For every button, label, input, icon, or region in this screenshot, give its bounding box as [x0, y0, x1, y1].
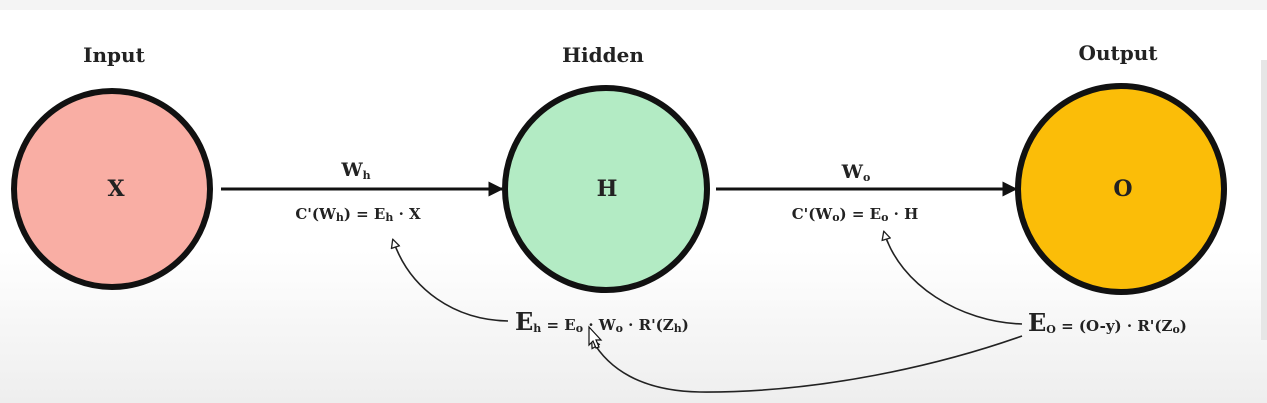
right-edge-strip [1261, 60, 1267, 340]
hidden-node [502, 85, 710, 293]
output-node-label: O [1113, 176, 1132, 202]
error-eo-formula: EO = (O-y) · R'(Zo) [1028, 308, 1187, 337]
weight-wo-label: Wo [841, 161, 871, 184]
hidden-node-label: H [597, 176, 618, 202]
error-eh-formula: Eh = Eo · Wo · R'(Zh) [515, 307, 689, 336]
backprop-arrow-eh-to-wh [393, 240, 509, 322]
input-layer-title: Input [83, 43, 145, 67]
gradient-wh-formula: C'(Wh) = Eh · X [295, 205, 421, 224]
backprop-arrow-eo-to-wo [884, 232, 1023, 325]
mouse-cursor-icon [588, 325, 603, 349]
top-bar [0, 0, 1267, 10]
backprop-arrow-eo-to-eh [592, 335, 1023, 393]
weight-wh-label: Wh [340, 159, 370, 182]
input-node-label: X [107, 176, 125, 202]
output-node [1015, 83, 1227, 295]
gradient-wo-formula: C'(Wo) = Eo · H [792, 205, 919, 224]
input-node [11, 88, 213, 290]
output-layer-title: Output [1079, 41, 1159, 65]
hidden-layer-title: Hidden [562, 43, 644, 67]
